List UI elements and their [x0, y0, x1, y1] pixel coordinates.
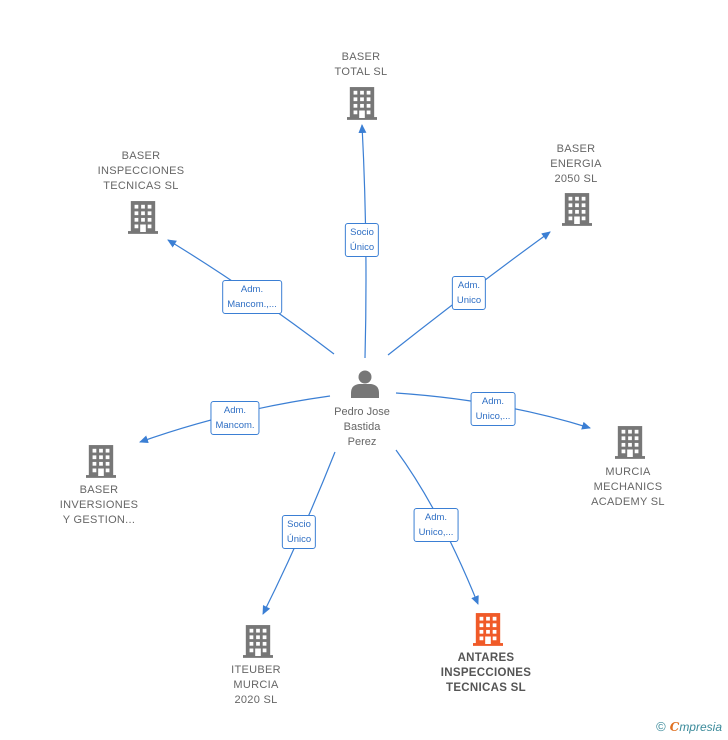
company-label-line: MECHANICS: [593, 481, 663, 493]
relation-badge-line: Unico,...: [475, 411, 511, 422]
relation-badge-baser-energia[interactable]: Adm. Unico: [451, 276, 487, 310]
relation-badge-line: Socio: [350, 227, 374, 238]
relation-badge-baser-inspecciones[interactable]: Adm. Mancom.,...: [222, 280, 282, 314]
company-label-antares[interactable]: ANTARES INSPECCIONES TECNICAS SL: [441, 651, 532, 696]
person-name-line: Bastida: [343, 421, 381, 433]
company-label-line: ACADEMY SL: [591, 496, 665, 508]
relation-badge-line: Unico,...: [418, 527, 454, 538]
company-label-line: MURCIA: [605, 466, 651, 478]
company-label-line: ENERGIA: [550, 158, 602, 170]
company-label-line: BASER: [341, 51, 381, 63]
company-label-baser-energia[interactable]: BASER ENERGIA 2050 SL: [550, 142, 602, 187]
building-icon[interactable]: [615, 426, 645, 459]
relation-badge-line: Único: [349, 242, 375, 253]
company-label-baser-inversiones[interactable]: BASER INVERSIONES Y GESTION...: [60, 483, 139, 528]
company-label-line: 2020 SL: [234, 694, 278, 706]
company-label-line: INVERSIONES: [59, 499, 139, 511]
building-icon[interactable]: [86, 445, 116, 478]
company-label-baser-total[interactable]: BASER TOTAL SL: [335, 50, 388, 80]
relation-badge-line: Adm.: [424, 512, 448, 523]
brand-footer: ©Cmpresia: [656, 719, 722, 734]
company-label-line: BASER: [121, 150, 161, 162]
company-label-line: 2050 SL: [554, 173, 598, 185]
building-icon[interactable]: [347, 87, 377, 120]
building-icon[interactable]: [562, 193, 592, 226]
relation-badge-line: Mancom.,...: [227, 299, 277, 310]
relation-badge-line: Adm.: [223, 405, 247, 416]
building-icon[interactable]: [473, 613, 503, 646]
company-label-line: MURCIA: [233, 679, 279, 691]
company-label-murcia-mechanics[interactable]: MURCIA MECHANICS ACADEMY SL: [591, 465, 665, 510]
company-label-line: BASER: [556, 143, 596, 155]
company-label-line: INSPECCIONES: [97, 165, 185, 177]
relation-badge-murcia-mechanics[interactable]: Adm. Unico,...: [470, 392, 516, 426]
brand-logo-letter: C: [669, 720, 680, 734]
person-name-line: Pedro Jose: [334, 406, 390, 418]
relation-badge-line: Único: [286, 534, 312, 545]
company-label-line: TECNICAS SL: [103, 180, 179, 192]
relation-badge-line: Adm.: [481, 396, 505, 407]
company-label-line: INSPECCIONES: [440, 667, 532, 679]
building-icon[interactable]: [243, 625, 273, 658]
person-icon[interactable]: [351, 370, 379, 399]
company-label-line: BASER: [79, 484, 119, 496]
company-label-baser-inspecciones[interactable]: BASER INSPECCIONES TECNICAS SL: [98, 149, 185, 194]
person-name-line: Perez: [347, 436, 377, 448]
copyright-icon: ©: [656, 719, 666, 734]
relation-badge-line: Mancom.: [215, 420, 255, 431]
relation-badge-line: Adm.: [240, 284, 264, 295]
relation-badge-line: Adm.: [457, 280, 481, 291]
company-label-line: TOTAL SL: [334, 66, 388, 78]
company-label-line: ITEUBER: [231, 664, 281, 676]
building-icon[interactable]: [128, 201, 158, 234]
relation-badge-line: Unico: [456, 295, 482, 306]
relation-badge-line: Socio: [287, 519, 311, 530]
relation-badge-baser-inversiones[interactable]: Adm. Mancom.: [210, 401, 260, 435]
company-label-line: ANTARES: [457, 652, 515, 664]
relation-badge-antares[interactable]: Adm. Unico,...: [413, 508, 459, 542]
company-label-line: TECNICAS SL: [446, 682, 526, 694]
company-label-iteuber[interactable]: ITEUBER MURCIA 2020 SL: [231, 663, 281, 708]
brand-logo-text: mpresia: [679, 720, 722, 734]
company-label-line: Y GESTION...: [62, 514, 136, 526]
